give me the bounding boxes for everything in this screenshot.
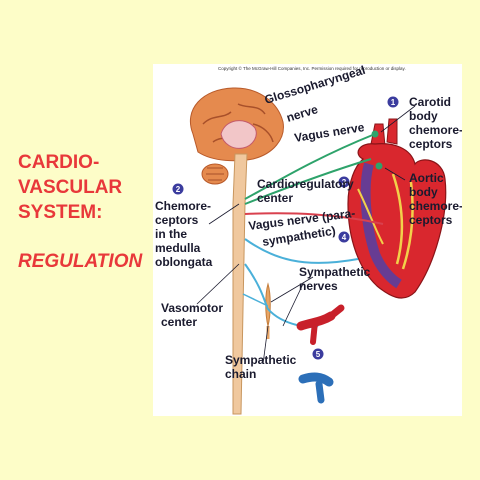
label-carotid-2: body xyxy=(409,109,438,123)
label-carotid-4: ceptors xyxy=(409,137,453,151)
vein xyxy=(298,372,334,404)
label-aortic-3: chemore- xyxy=(409,199,462,213)
spinal-cord xyxy=(232,153,248,415)
label-vasomotor-1: Vasomotor xyxy=(161,301,223,315)
label-carotid-3: chemore- xyxy=(409,123,462,137)
marker-2: 2 xyxy=(172,183,184,195)
label-chemo-2: ceptors xyxy=(155,213,199,227)
label-sympathetic-chain-2: chain xyxy=(225,367,256,381)
vagus-parasympathetic-path xyxy=(244,212,384,225)
label-aortic-4: ceptors xyxy=(409,213,453,227)
marker-5: 5 xyxy=(312,348,324,360)
label-chemo-1: Chemore- xyxy=(155,199,211,213)
sympathetic-to-heart-path xyxy=(244,238,359,264)
title-line-3: SYSTEM: xyxy=(18,202,103,223)
brain xyxy=(189,87,284,185)
marker-1: 1 xyxy=(387,96,399,108)
label-cardioreg-1: Cardioregulatory xyxy=(257,177,354,191)
label-aortic-2: body xyxy=(409,185,438,199)
glossopharyngeal-nerve-path xyxy=(244,133,376,200)
copyright-notice: Copyright © The McGraw-Hill Companies, I… xyxy=(218,65,406,71)
label-sympathetic-chain-1: Sympathetic xyxy=(225,353,297,367)
carotid-body xyxy=(371,130,379,138)
svg-text:3: 3 xyxy=(342,178,347,187)
label-sympathetic-nerves-2: nerves xyxy=(299,279,338,293)
artery xyxy=(296,304,345,345)
label-vasomotor-2: center xyxy=(161,315,197,329)
marker-3: 3 xyxy=(338,176,350,188)
leader-lines xyxy=(196,105,416,365)
title-line-1: CARDIO- xyxy=(18,152,100,173)
label-sympathetic-nerves-1: Sympathetic xyxy=(299,265,371,279)
svg-text:5: 5 xyxy=(316,350,321,359)
label-chemo-4: medulla xyxy=(155,241,201,255)
aortic-body xyxy=(375,162,383,170)
label-cardioreg-2: center xyxy=(257,191,293,205)
marker-4: 4 xyxy=(338,231,350,243)
vagus-sensory-nerve-path xyxy=(244,158,372,205)
anatomy-figure: Copyright © The McGraw-Hill Companies, I… xyxy=(153,64,462,416)
title-line-2: VASCULAR xyxy=(18,177,123,198)
slide-subtitle: REGULATION xyxy=(18,251,143,272)
label-aortic-1: Aortic xyxy=(409,171,444,185)
svg-text:1: 1 xyxy=(391,98,396,107)
label-glossopharyngeal-2: nerve xyxy=(285,102,320,125)
slide-title: CARDIO- VASCULAR SYSTEM: REGULATION xyxy=(18,150,158,274)
svg-text:4: 4 xyxy=(342,233,347,242)
svg-text:2: 2 xyxy=(176,185,181,194)
label-vagus-nerve: Vagus nerve xyxy=(293,120,365,145)
label-carotid-1: Carotid xyxy=(409,95,451,109)
label-chemo-3: in the xyxy=(155,227,187,241)
heart xyxy=(347,118,447,299)
label-chemo-5: oblongata xyxy=(155,255,213,269)
anatomy-diagram: Copyright © The McGraw-Hill Companies, I… xyxy=(155,64,462,415)
